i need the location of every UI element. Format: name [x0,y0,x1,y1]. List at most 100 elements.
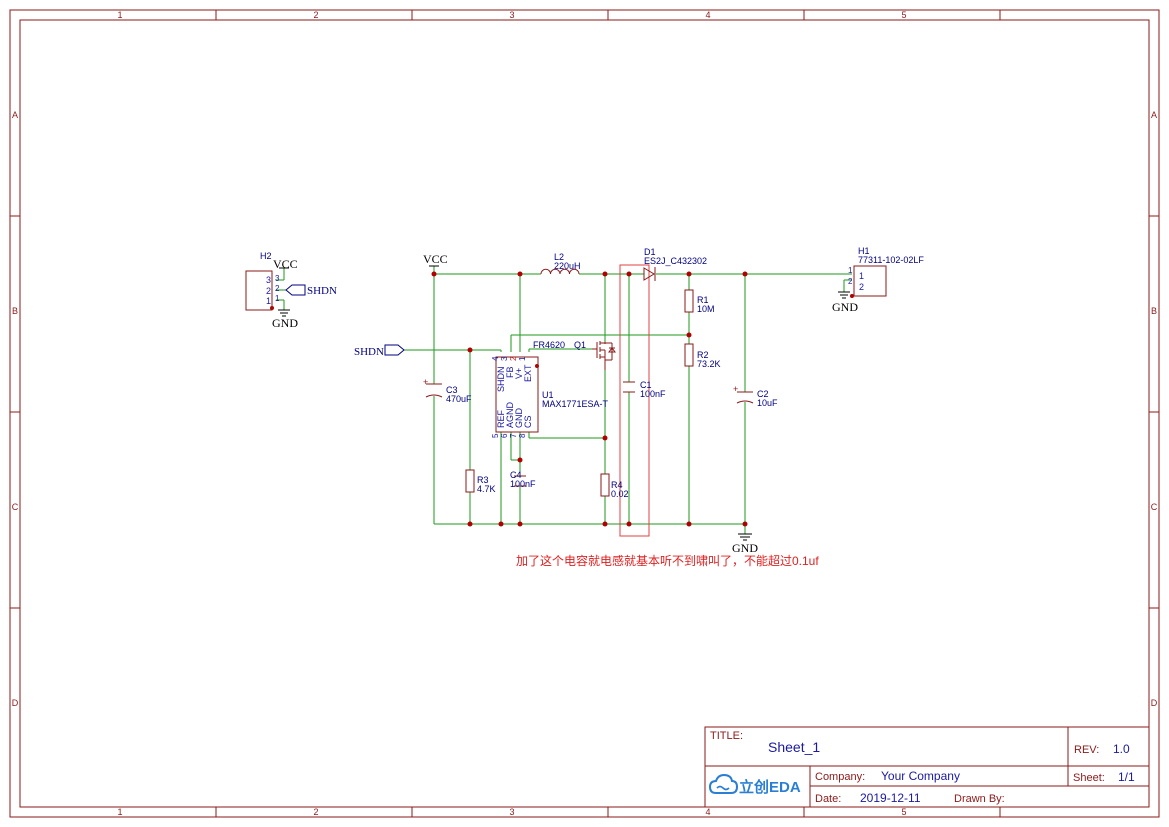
vcc-label: VCC [273,257,298,271]
ground-icon [738,533,752,541]
r3-value: 4.7K [477,484,496,494]
h1-ref: H1 [858,246,870,256]
vcc-symbol-main: VCC [423,252,448,267]
u1-value: MAX1771ESA-T [542,399,609,409]
u1-pin-ref: REF [496,409,506,428]
frame-row-labels: A B C D A B C D [12,110,1158,708]
shdn-label: SHDN [354,346,384,358]
capacitor-c4: C4 100nF [510,470,536,489]
c3-ref: C3 [446,385,458,395]
h2-pin1: 1 [266,296,271,306]
capacitor-c2: + C2 10uF [733,384,778,408]
r2-ref: R2 [697,350,709,360]
sheet-label: Sheet: [1073,772,1105,784]
l2-value: 220uH [554,261,581,271]
mosfet-q1 [592,341,616,370]
h1-pnum: 2 [848,277,853,286]
logo-text: 立创EDA [739,778,801,796]
row-label: B [1151,306,1157,316]
u1-pin-shdn: SHDN [496,366,506,392]
ground-icon [278,309,290,317]
col-label: 3 [509,807,514,817]
u1-pin-vplus: V+ [514,368,524,379]
connector-h2: H2 3 2 1 3 2 1 [245,251,280,311]
polarity-plus-icon: + [733,384,738,394]
col-label: 2 [313,10,318,20]
title-block: TITLE: Sheet_1 REV: 1.0 Company: Your Co… [704,726,1150,808]
u1-pin-num: 7 [509,433,518,438]
u1-pin-num: 5 [491,433,500,438]
row-label: A [1151,110,1157,120]
col-label: 4 [705,807,710,817]
h2-ref: H2 [260,251,272,261]
c2-value: 10uF [757,398,778,408]
d1-value: ES2J_C432302 [644,256,707,266]
title-label: TITLE: [710,730,743,742]
ic-u1: SHDN FB V+ EXT REF AGND GND CS 4 3 2 1 5… [491,356,609,438]
wires [276,266,852,534]
u1-pin-num: 4 [491,356,500,361]
highlight-box [619,264,650,537]
rev-value: 1.0 [1113,742,1130,756]
col-label: 2 [313,807,318,817]
col-label: 1 [117,807,122,817]
drawn-by-label: Drawn By: [954,793,1005,805]
gnd-label: GND [732,541,758,555]
title-value: Sheet_1 [768,739,820,755]
u1-ref: U1 [542,390,554,400]
h2-pnum: 2 [275,284,280,293]
polarity-plus-icon: + [423,377,428,387]
r4-value: 0.02 [611,489,629,499]
inductor-l2: L2 220uH [540,252,581,275]
ground-icon [838,291,850,299]
u1-pin-num: 6 [500,433,509,438]
u1-pin-num: 2 [509,356,518,361]
gnd-label: GND [272,316,298,330]
h1-pin2: 2 [859,282,864,292]
d1-ref: D1 [644,247,656,257]
u1-pin-num: 3 [500,356,509,361]
u1-pin-num: 1 [518,356,527,361]
vcc-label: VCC [423,252,448,266]
h1-value: 77311-102-02LF [858,255,924,265]
r4-ref: R4 [611,480,623,490]
h2-pnum: 3 [275,274,280,283]
cloud-logo-icon [708,773,739,794]
shdn-net-flag: SHDN [354,344,405,358]
u1-pin-ext: EXT [523,364,533,382]
diode-d1: D1 ES2J_C432302 [643,247,707,281]
c1-ref: C1 [640,380,652,390]
date-label: Date: [815,793,841,805]
gnd-label: GND [832,300,858,314]
rev-label: REV: [1074,744,1099,756]
row-label: C [12,502,19,512]
row-label: A [12,110,18,120]
resistor-r4: R4 0.02 [600,473,629,499]
resistor-r3: R3 4.7K [465,469,496,494]
date-value: 2019-12-11 [860,791,921,805]
row-label: B [12,306,18,316]
col-label: 4 [705,10,710,20]
l2-ref: L2 [554,252,564,262]
design-note: 加了这个电容就电感就基本听不到啸叫了，不能超过0.1uf [516,553,819,568]
capacitor-c1: C1 100nF [623,380,666,399]
u1-pin-num: 8 [518,433,527,438]
r1-value: 10M [697,304,715,314]
q1-value: FR4620 [533,340,565,350]
vcc-symbol-h2: VCC [273,257,298,271]
h2-pin2: 2 [266,286,271,296]
r2-value: 73.2K [697,359,721,369]
r3-ref: R3 [477,475,489,485]
h1-pnum: 1 [848,266,853,275]
col-label: 3 [509,10,514,20]
c3-value: 470uF [446,394,472,404]
frame-column-labels: 1 2 3 4 5 1 2 3 4 5 [117,10,906,817]
row-label: D [1151,698,1158,708]
junctions [270,271,854,527]
shdn-net-flag-h2: SHDN [285,284,337,297]
c2-ref: C2 [757,389,769,399]
col-label: 5 [901,10,906,20]
r1-ref: R1 [697,295,709,305]
h2-pin3: 3 [266,275,271,285]
